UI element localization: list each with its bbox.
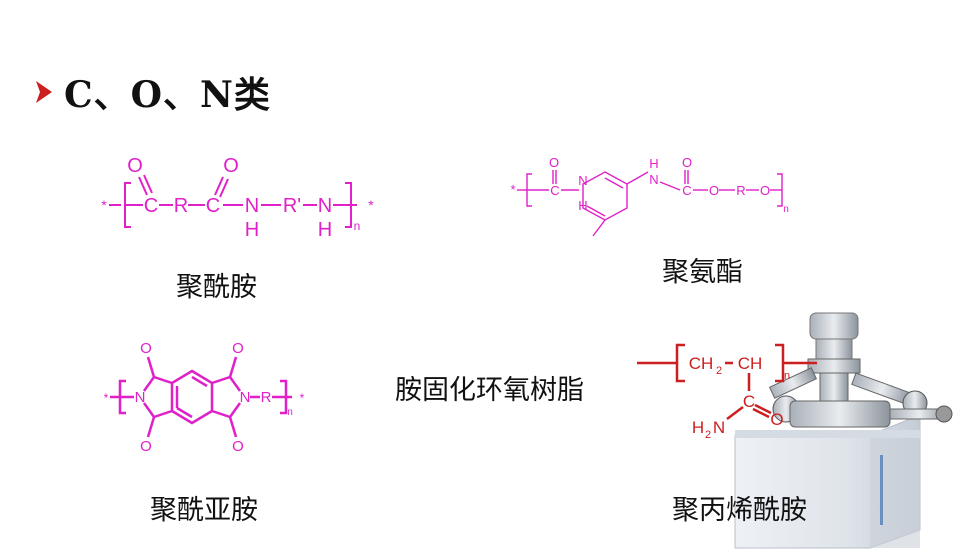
polyurethane-o4: O <box>760 183 770 198</box>
polyamide-n2: N <box>318 195 332 217</box>
polyacrylamide-h-subscript: 2 <box>705 429 711 441</box>
polyacrylamide-ch: CH <box>738 354 763 373</box>
polyimide-structure: * N O O O O N R n * <box>104 340 305 455</box>
polyimide-o3: O <box>232 340 244 357</box>
polyurethane-subscript-n: n <box>783 204 789 215</box>
polyurethane-n1: N <box>578 173 587 188</box>
polyurethane-caption: 聚氨酯 <box>662 257 743 288</box>
polyurethane-structure: * O C N H H N O C O R O n <box>510 155 789 237</box>
polyamide-h1: H <box>245 219 259 241</box>
slide-heading: C、O、N类 <box>64 74 271 116</box>
polyimide-star-left: * <box>104 391 109 405</box>
polyamide-o2: O <box>223 155 239 177</box>
polyimide-subscript-n: n <box>287 407 293 418</box>
polyurethane-o2: O <box>682 155 692 170</box>
polyamide-caption: 聚酰胺 <box>176 272 257 303</box>
polyacrylamide-o: O <box>770 410 783 429</box>
polyurethane-c2: C <box>682 183 691 198</box>
polyacrylamide-ch2-subscript: 2 <box>716 365 722 377</box>
polyamide-h2: H <box>318 219 332 241</box>
polyacrylamide-c: C <box>743 392 755 411</box>
instrument-image <box>734 312 953 549</box>
polyurethane-n2: N <box>649 172 658 187</box>
polyimide-o4: O <box>232 438 244 455</box>
polyamide-star-right: * <box>368 197 374 213</box>
polyacrylamide-subscript-n: n <box>784 370 790 382</box>
polyamide-r-prime: R' <box>283 195 301 217</box>
polyurethane-star: * <box>510 182 515 197</box>
polyamide-n1: N <box>245 195 259 217</box>
amine-cured-epoxy-caption: 胺固化环氧树脂 <box>395 375 584 406</box>
polyacrylamide-structure: CH 2 CH n C O H 2 N <box>637 343 817 441</box>
polyamide-star-left: * <box>101 197 107 213</box>
polyurethane-h1: H <box>578 198 587 213</box>
polyamide-structure: * O C R O C N H R' N H n * <box>101 155 374 241</box>
polyimide-r: R <box>261 389 272 406</box>
polyamide-o1: O <box>127 155 143 177</box>
polyimide-n1: N <box>135 389 146 406</box>
polyimide-o1: O <box>140 340 152 357</box>
polyacrylamide-n: N <box>713 418 725 437</box>
polyimide-n2: N <box>240 389 251 406</box>
polyacrylamide-caption: 聚丙烯酰胺 <box>672 495 807 526</box>
polyamide-c1: C <box>144 195 158 217</box>
polyimide-star-right: * <box>300 391 305 405</box>
arrow-right-icon <box>36 81 52 103</box>
polyurethane-o1: O <box>549 155 559 170</box>
polyurethane-r: R <box>736 183 745 198</box>
polyamide-r: R <box>174 195 188 217</box>
polyacrylamide-ch2: CH <box>689 354 714 373</box>
polyurethane-o3: O <box>709 183 719 198</box>
polyimide-caption: 聚酰亚胺 <box>150 495 258 526</box>
polyamide-subscript-n: n <box>354 219 361 233</box>
polyurethane-c1: C <box>550 183 559 198</box>
polyimide-o2: O <box>140 438 152 455</box>
slide-heading-row: C、O、N类 <box>34 70 271 116</box>
polyacrylamide-h: H <box>692 418 704 437</box>
polyurethane-h2: H <box>649 156 658 171</box>
polyamide-c2: C <box>206 195 220 217</box>
